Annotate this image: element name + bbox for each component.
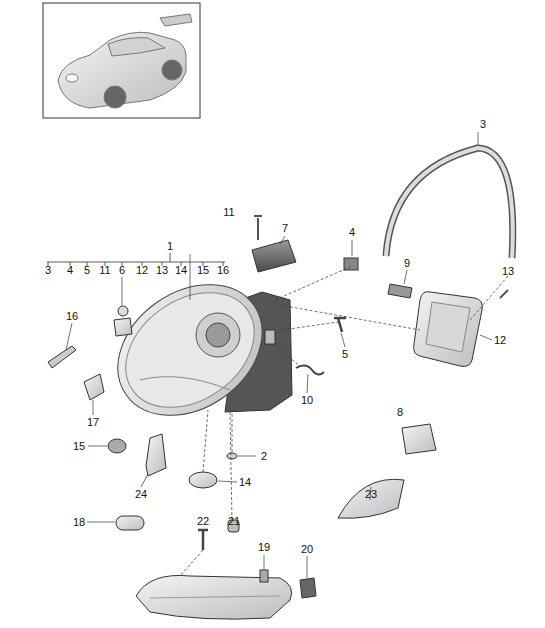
callout-number: 24 (134, 488, 148, 500)
callout-number: 16 (216, 264, 230, 276)
screw (254, 216, 262, 240)
cover (414, 292, 483, 367)
control-unit (252, 240, 296, 272)
callout-number: 3 (44, 264, 52, 276)
connector (300, 578, 316, 598)
callout-number: 16 (65, 310, 79, 322)
callout-number: 18 (72, 516, 86, 528)
callout-number: 12 (493, 334, 507, 346)
callout-number: 11 (222, 206, 235, 218)
callout-number: 17 (86, 416, 100, 428)
screw (198, 530, 208, 550)
callout-number: 6 (118, 264, 126, 276)
callout-number: 2 (260, 450, 268, 462)
callout-number: 23 (364, 488, 378, 500)
callout-number: 4 (66, 264, 74, 276)
car-sketch (58, 14, 192, 108)
clip (227, 453, 237, 459)
screw (500, 290, 508, 298)
callout-number: 5 (341, 348, 349, 360)
callout-number: 8 (396, 406, 404, 418)
screw (334, 318, 346, 332)
leader-lines (66, 132, 508, 578)
callout-number: 14 (238, 476, 252, 488)
callout-number: 1 (166, 240, 174, 252)
callout-number: 10 (300, 394, 314, 406)
inset-frame (43, 3, 200, 118)
bracket (388, 284, 412, 298)
seal (386, 148, 513, 258)
headlight (93, 258, 292, 442)
callout-number: 21 (227, 515, 241, 527)
bulb-holder (114, 318, 132, 336)
callout-number: 19 (257, 541, 271, 553)
callout-number: 13 (501, 265, 515, 277)
callout-number: 12 (135, 264, 149, 276)
cover-cap (189, 472, 217, 488)
reflector (338, 479, 404, 518)
cap (108, 439, 126, 453)
callout-number: 9 (403, 257, 411, 269)
seal-inner (386, 148, 513, 258)
bracket (146, 434, 166, 476)
callout-number: 5 (83, 264, 91, 276)
callout-number: 3 (479, 118, 487, 130)
bulb-socket (84, 374, 104, 400)
strip (48, 346, 76, 368)
callout-number: 13 (155, 264, 169, 276)
connector (344, 258, 358, 270)
callout-number: 7 (281, 222, 289, 234)
callout-number: 11 (98, 264, 111, 276)
callout-number: 15 (196, 264, 210, 276)
callout-number: 15 (72, 440, 86, 452)
callout-number: 20 (300, 543, 314, 555)
cap (116, 516, 144, 530)
callout-number: 22 (196, 515, 210, 527)
cable (296, 365, 324, 374)
module (402, 424, 436, 454)
callout-number: 4 (348, 226, 356, 238)
callout-number: 14 (174, 264, 188, 276)
